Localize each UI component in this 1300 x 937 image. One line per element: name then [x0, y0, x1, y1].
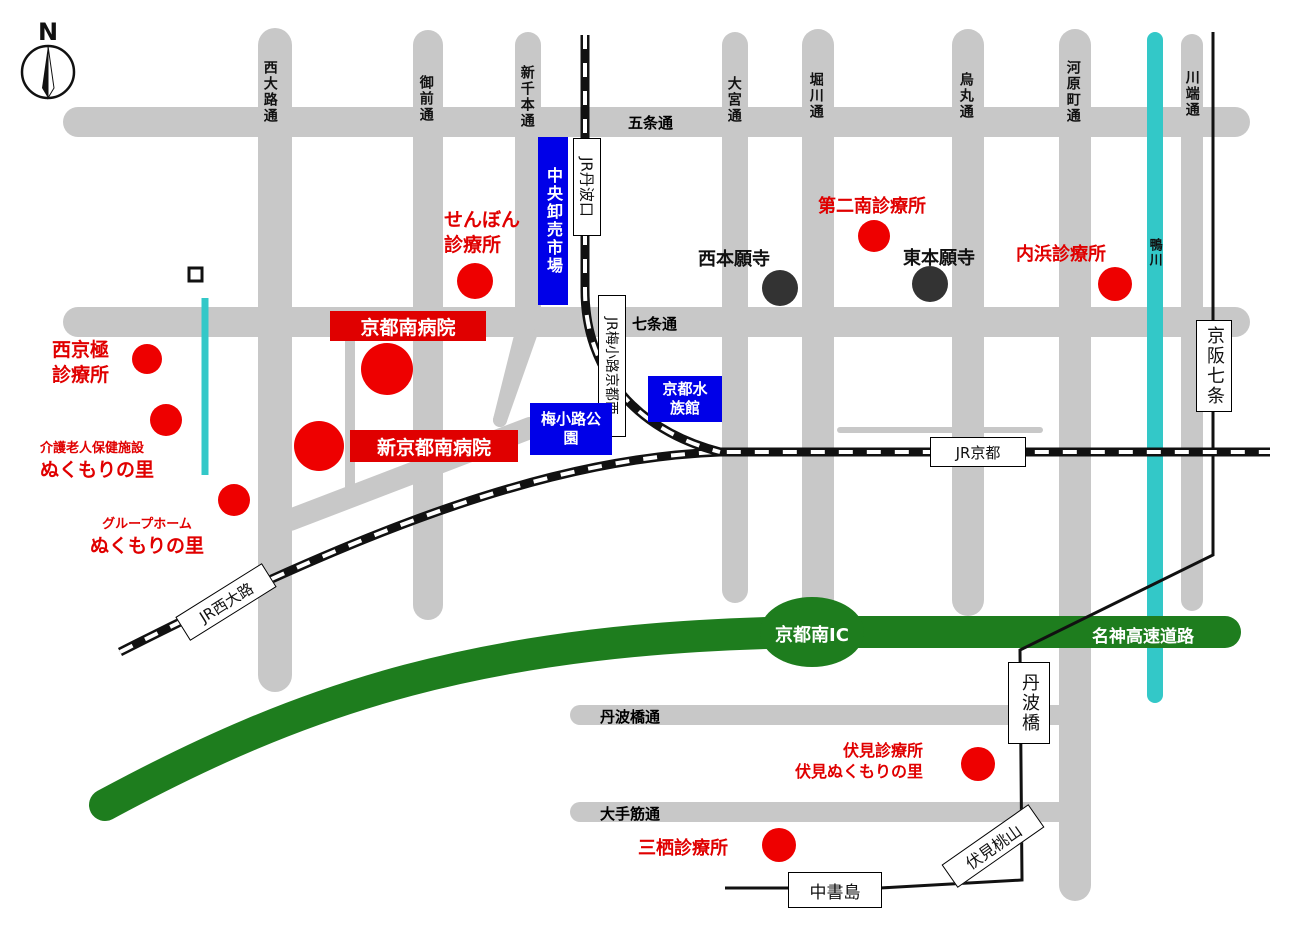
- road-label-karasuma: 烏丸通: [957, 72, 974, 120]
- station-tambaguchi: JR丹波口: [573, 138, 601, 236]
- label-saikyogoku: 西京極 診療所: [52, 339, 110, 386]
- road-label-tanbabashi: 丹波橋通: [600, 708, 661, 726]
- station-tanbabashi: 丹波橋: [1008, 662, 1050, 744]
- road-label-omiya: 大宮通: [725, 76, 742, 124]
- label-daini-minami: 第二南診療所: [818, 196, 926, 217]
- road-label-kawabata: 川端通: [1183, 70, 1200, 118]
- station-chushojima: 中書島: [788, 872, 882, 908]
- label-misu: 三栖診療所: [638, 838, 728, 859]
- compass-north-label: N: [38, 18, 59, 46]
- label-senbon: せんぼん 診療所: [444, 209, 521, 256]
- temple-higashi-honganji-label: 東本願寺: [903, 248, 975, 269]
- road-label-gojo: 五条通: [628, 114, 674, 132]
- ic-label: 京都南IC: [775, 625, 849, 646]
- label-grouphome: グループホーム ぬくもりの里: [90, 517, 205, 557]
- road-label-shichijo: 七条通: [632, 315, 678, 333]
- compass-rose: [20, 44, 76, 100]
- station-keihan-shichijo: 京阪七条: [1196, 320, 1232, 412]
- temple-higashi-honganji-marker: [912, 266, 948, 302]
- temple-nishi-honganji-label: 西本願寺: [698, 249, 770, 270]
- kyoto-minami-ic: [760, 597, 864, 667]
- label-fushimi: 伏見診療所 伏見ぬくもりの里: [795, 741, 924, 781]
- river-label-kamogawa: 鴨川: [1146, 238, 1162, 268]
- road-label-kawaramachi: 河原町通: [1064, 60, 1081, 124]
- marker-saikyogoku: [132, 344, 162, 374]
- marker-kaigo: [150, 404, 182, 436]
- marker-grouphome: [218, 484, 250, 516]
- temple-nishi-honganji-marker: [762, 270, 798, 306]
- label-kyoto-minami-hospital: 京都南病院: [330, 311, 486, 341]
- station-kyoto: JR京都: [930, 437, 1026, 467]
- small-square-icon: [187, 266, 204, 283]
- road-label-otesuji: 大手筋通: [600, 805, 661, 823]
- marker-shin-kyoto-minami-hospital: [294, 421, 344, 471]
- marker-misu: [762, 828, 796, 862]
- label-uchihama: 内浜診療所: [1016, 244, 1106, 265]
- road-label-onmae: 御前通: [417, 75, 434, 123]
- landmark-market: 中央卸売市場: [538, 137, 568, 305]
- marker-daini-minami: [858, 220, 890, 252]
- label-kaigo: 介護老人保健施設 ぬくもりの里: [40, 441, 155, 481]
- landmark-umekoji-park: 梅小路公園: [530, 403, 612, 455]
- marker-fushimi: [961, 747, 995, 781]
- marker-uchihama: [1098, 267, 1132, 301]
- road-label-shinsenbon: 新千本通: [518, 65, 535, 129]
- landmark-aquarium: 京都水族館: [648, 376, 722, 422]
- label-shin-kyoto-minami-hospital: 新京都南病院: [350, 430, 518, 462]
- road-label-horikawa: 堀川通: [807, 72, 824, 120]
- expressway-meishin: [89, 616, 1241, 821]
- road-label-nishioji: 西大路通: [261, 60, 278, 124]
- marker-kyoto-minami-hospital: [361, 343, 413, 395]
- marker-senbon: [457, 263, 493, 299]
- expressway-label: 名神高速道路: [1092, 627, 1194, 647]
